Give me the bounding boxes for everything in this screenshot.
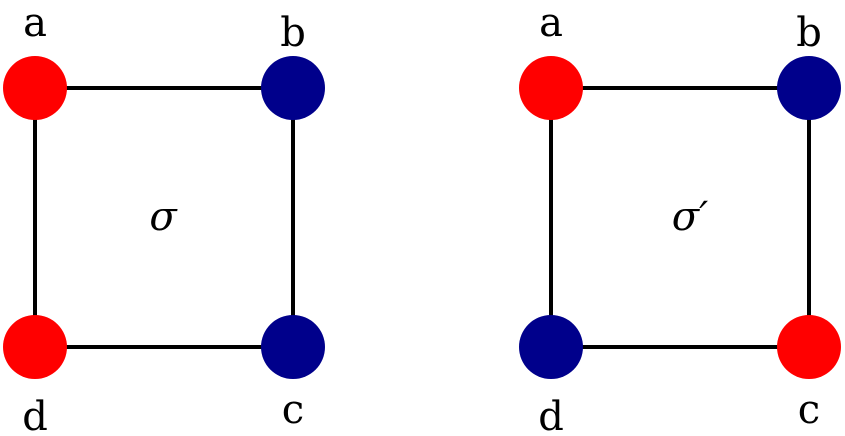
vertex-a <box>3 56 67 120</box>
vertex-c <box>777 315 841 379</box>
square-sigma-prime: a b c d σ′ <box>519 0 841 436</box>
face-label-sigma-prime: σ′ <box>672 194 708 240</box>
vertex-label-c: c <box>798 387 820 433</box>
vertex-label-b: b <box>796 10 822 56</box>
vertex-b <box>777 56 841 120</box>
vertex-a <box>519 56 583 120</box>
vertex-label-a: a <box>539 0 563 46</box>
face-label-sigma: σ <box>149 194 178 240</box>
vertex-d <box>3 315 67 379</box>
vertex-label-a: a <box>23 0 47 46</box>
vertex-label-b: b <box>280 10 306 56</box>
vertex-label-c: c <box>282 387 304 433</box>
vertex-label-d: d <box>22 394 48 436</box>
vertex-label-d: d <box>538 394 564 436</box>
square-sigma: a b c d σ <box>3 0 325 436</box>
vertex-b <box>261 56 325 120</box>
vertex-c <box>261 315 325 379</box>
vertex-d <box>519 315 583 379</box>
